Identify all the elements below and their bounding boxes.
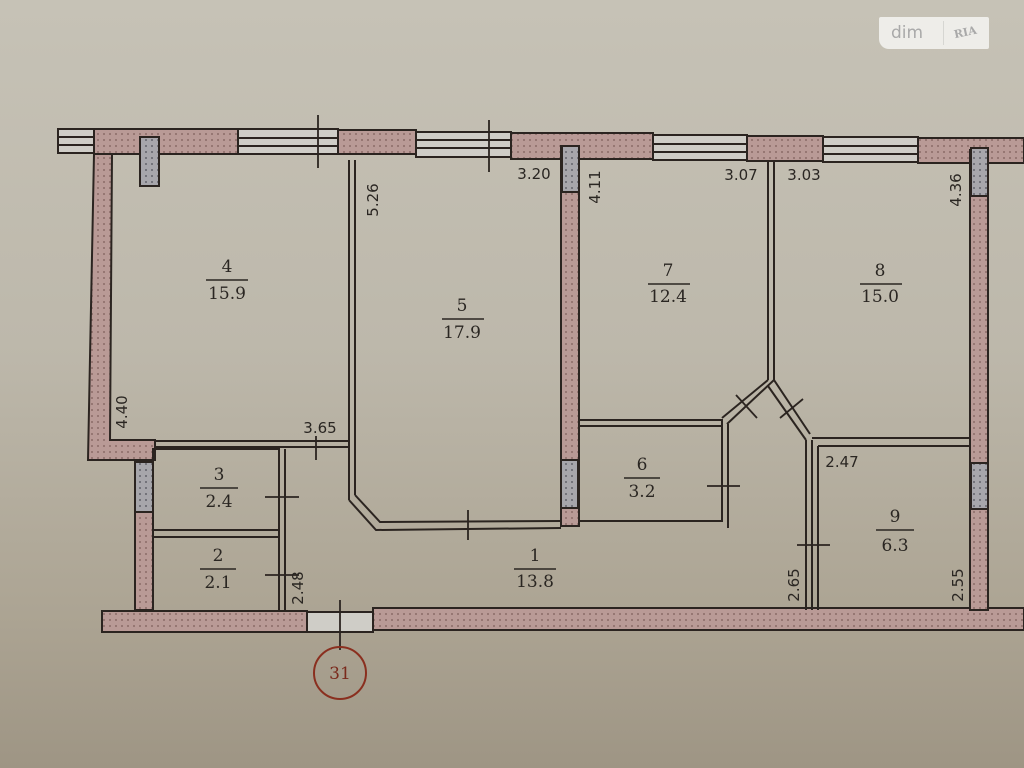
room-5: 5 17.9 (442, 296, 484, 343)
room-2: 2 2.1 (200, 546, 236, 593)
room-area: 2.4 (205, 492, 232, 512)
dim-4-40: 4.40 (113, 395, 131, 428)
room-number: 6 (637, 455, 648, 475)
room-number: 8 (875, 261, 886, 281)
room-number: 3 (214, 465, 225, 485)
room-number: 5 (457, 296, 468, 316)
room-area: 15.0 (861, 287, 899, 307)
room-area: 13.8 (516, 572, 554, 592)
interior-partitions (152, 160, 970, 612)
dim-2-55: 2.55 (949, 568, 967, 601)
dim-4-36: 4.36 (947, 173, 965, 206)
dim-2-65: 2.65 (785, 568, 803, 601)
dim-4-11: 4.11 (586, 170, 604, 203)
room-area: 3.2 (628, 482, 655, 502)
room-number: 2 (213, 546, 224, 566)
room-1: 1 13.8 (514, 546, 556, 592)
dim-3-03: 3.03 (787, 166, 820, 184)
vent-shafts (134, 136, 989, 513)
dimria-watermark: dim RIA (879, 17, 989, 49)
room-area: 17.9 (443, 323, 481, 343)
dim-3-20: 3.20 (517, 165, 550, 183)
room-8: 8 15.0 (860, 261, 902, 307)
room-number: 9 (890, 507, 901, 527)
room-area: 15.9 (208, 284, 246, 304)
room-6: 6 3.2 (624, 455, 660, 502)
dim-3-65: 3.65 (303, 419, 336, 437)
exterior-walls (86, 128, 1024, 633)
dim-3-07: 3.07 (724, 166, 757, 184)
room-9: 9 6.3 (876, 507, 914, 556)
windows (57, 128, 919, 633)
room-7: 7 12.4 (648, 261, 690, 307)
room-area: 2.1 (204, 573, 231, 593)
dim-2-48: 2.48 (289, 571, 307, 604)
dim-5-26: 5.26 (364, 183, 382, 216)
room-area: 12.4 (649, 287, 687, 307)
room-3: 3 2.4 (200, 465, 238, 512)
room-number: 7 (663, 261, 674, 281)
watermark-divider (943, 21, 944, 45)
dim-2-47: 2.47 (825, 453, 858, 471)
dimension-labels: 5.26 3.20 4.11 3.07 3.03 4.36 4.40 3.65 … (113, 165, 967, 605)
door-markers (265, 115, 830, 650)
room-area: 6.3 (881, 536, 908, 556)
room-number: 4 (222, 257, 233, 277)
room-4: 4 15.9 (206, 257, 248, 304)
axis-marker: 31 (313, 646, 367, 700)
watermark-dim-text: dim (891, 23, 924, 43)
room-number: 1 (530, 546, 541, 566)
axis-marker-label: 31 (329, 664, 351, 684)
